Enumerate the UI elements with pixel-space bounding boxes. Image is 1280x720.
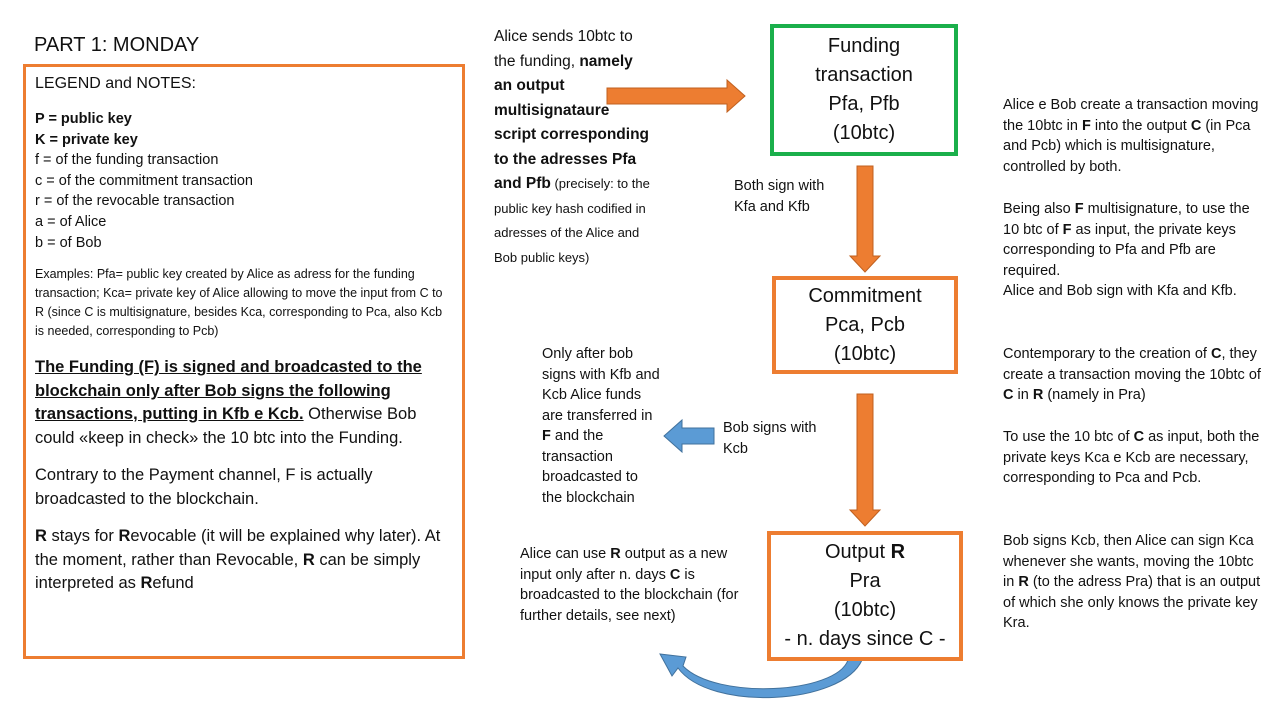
- output-amount: (10btc): [833, 599, 897, 621]
- arrow-to-funding: [606, 78, 746, 114]
- alice-can-use-note: Alice can use R output as a new input on…: [520, 546, 739, 624]
- output-r-box: Output R Pra (10btc) - n. days since C -: [767, 531, 963, 661]
- legend-def-public-key: P = public key: [35, 111, 132, 127]
- right-note-1: Alice e Bob create a transaction moving …: [1003, 97, 1259, 175]
- arrow-bob-signs-left: [663, 418, 715, 454]
- both-sign-note: Both sign with Kfa and Kfb: [734, 178, 825, 215]
- curved-arrow-reuse: [659, 653, 863, 699]
- legend-def-funding: f = of the funding transaction: [35, 152, 219, 169]
- right-note-2: Being also F multisignature, to use the …: [1003, 201, 1250, 299]
- funding-transaction-box: Funding transaction Pfa, Pfb (10btc): [770, 24, 958, 156]
- funding-title: Funding: [827, 35, 901, 57]
- funding-amount: (10btc): [832, 122, 896, 144]
- legend-heading: LEGEND and NOTES:: [35, 75, 196, 92]
- right-note-4: To use the 10 btc of C as input, both th…: [1003, 429, 1260, 486]
- output-title: Output R: [824, 541, 906, 563]
- commitment-keys: Pca, Pcb: [824, 313, 906, 336]
- legend-revocable-note: R stays for Revocable (it will be explai…: [35, 527, 441, 593]
- bob-signs-note: Bob signs with Kcb: [723, 420, 817, 457]
- legend-def-alice: a = of Alice: [35, 213, 107, 230]
- commitment-title: Commitment: [808, 284, 922, 307]
- output-key: Pra: [849, 570, 881, 592]
- funding-keys: Pfa, Pfb: [828, 93, 900, 115]
- only-after-note: Only after bob signs with Kfb and Kcb Al…: [542, 346, 660, 506]
- legend-def-bob: b = of Bob: [35, 234, 102, 251]
- arrow-commitment-to-output: [848, 393, 882, 527]
- alice-sends-note: Alice sends 10btc to the funding, namely…: [494, 28, 650, 265]
- output-delay: - n. days since C -: [784, 628, 946, 650]
- legend-def-commitment: c = of the commitment transaction: [35, 172, 253, 189]
- legend-def-private-key: K = private key: [35, 131, 138, 148]
- right-note-5: Bob signs Kcb, then Alice can sign Kca w…: [1003, 533, 1261, 631]
- commitment-box: Commitment Pca, Pcb (10btc): [772, 276, 958, 374]
- legend-examples: Examples: Pfa= public key created by Ali…: [35, 267, 443, 339]
- commitment-amount: (10btc): [833, 342, 897, 365]
- legend-payment-channel-note: Contrary to the Payment channel, F is ac…: [35, 466, 373, 508]
- legend-funding-note: The Funding (F) is signed and broadcaste…: [35, 358, 422, 447]
- legend-def-revocable: r = of the revocable transaction: [35, 193, 235, 210]
- funding-subtitle: transaction: [815, 64, 913, 86]
- legend-box: LEGEND and NOTES: P = public key K = pri…: [23, 64, 465, 659]
- arrow-funding-to-commitment: [848, 165, 882, 273]
- page-title: PART 1: MONDAY: [34, 34, 200, 56]
- right-note-3: Contemporary to the creation of C, they …: [1003, 346, 1261, 403]
